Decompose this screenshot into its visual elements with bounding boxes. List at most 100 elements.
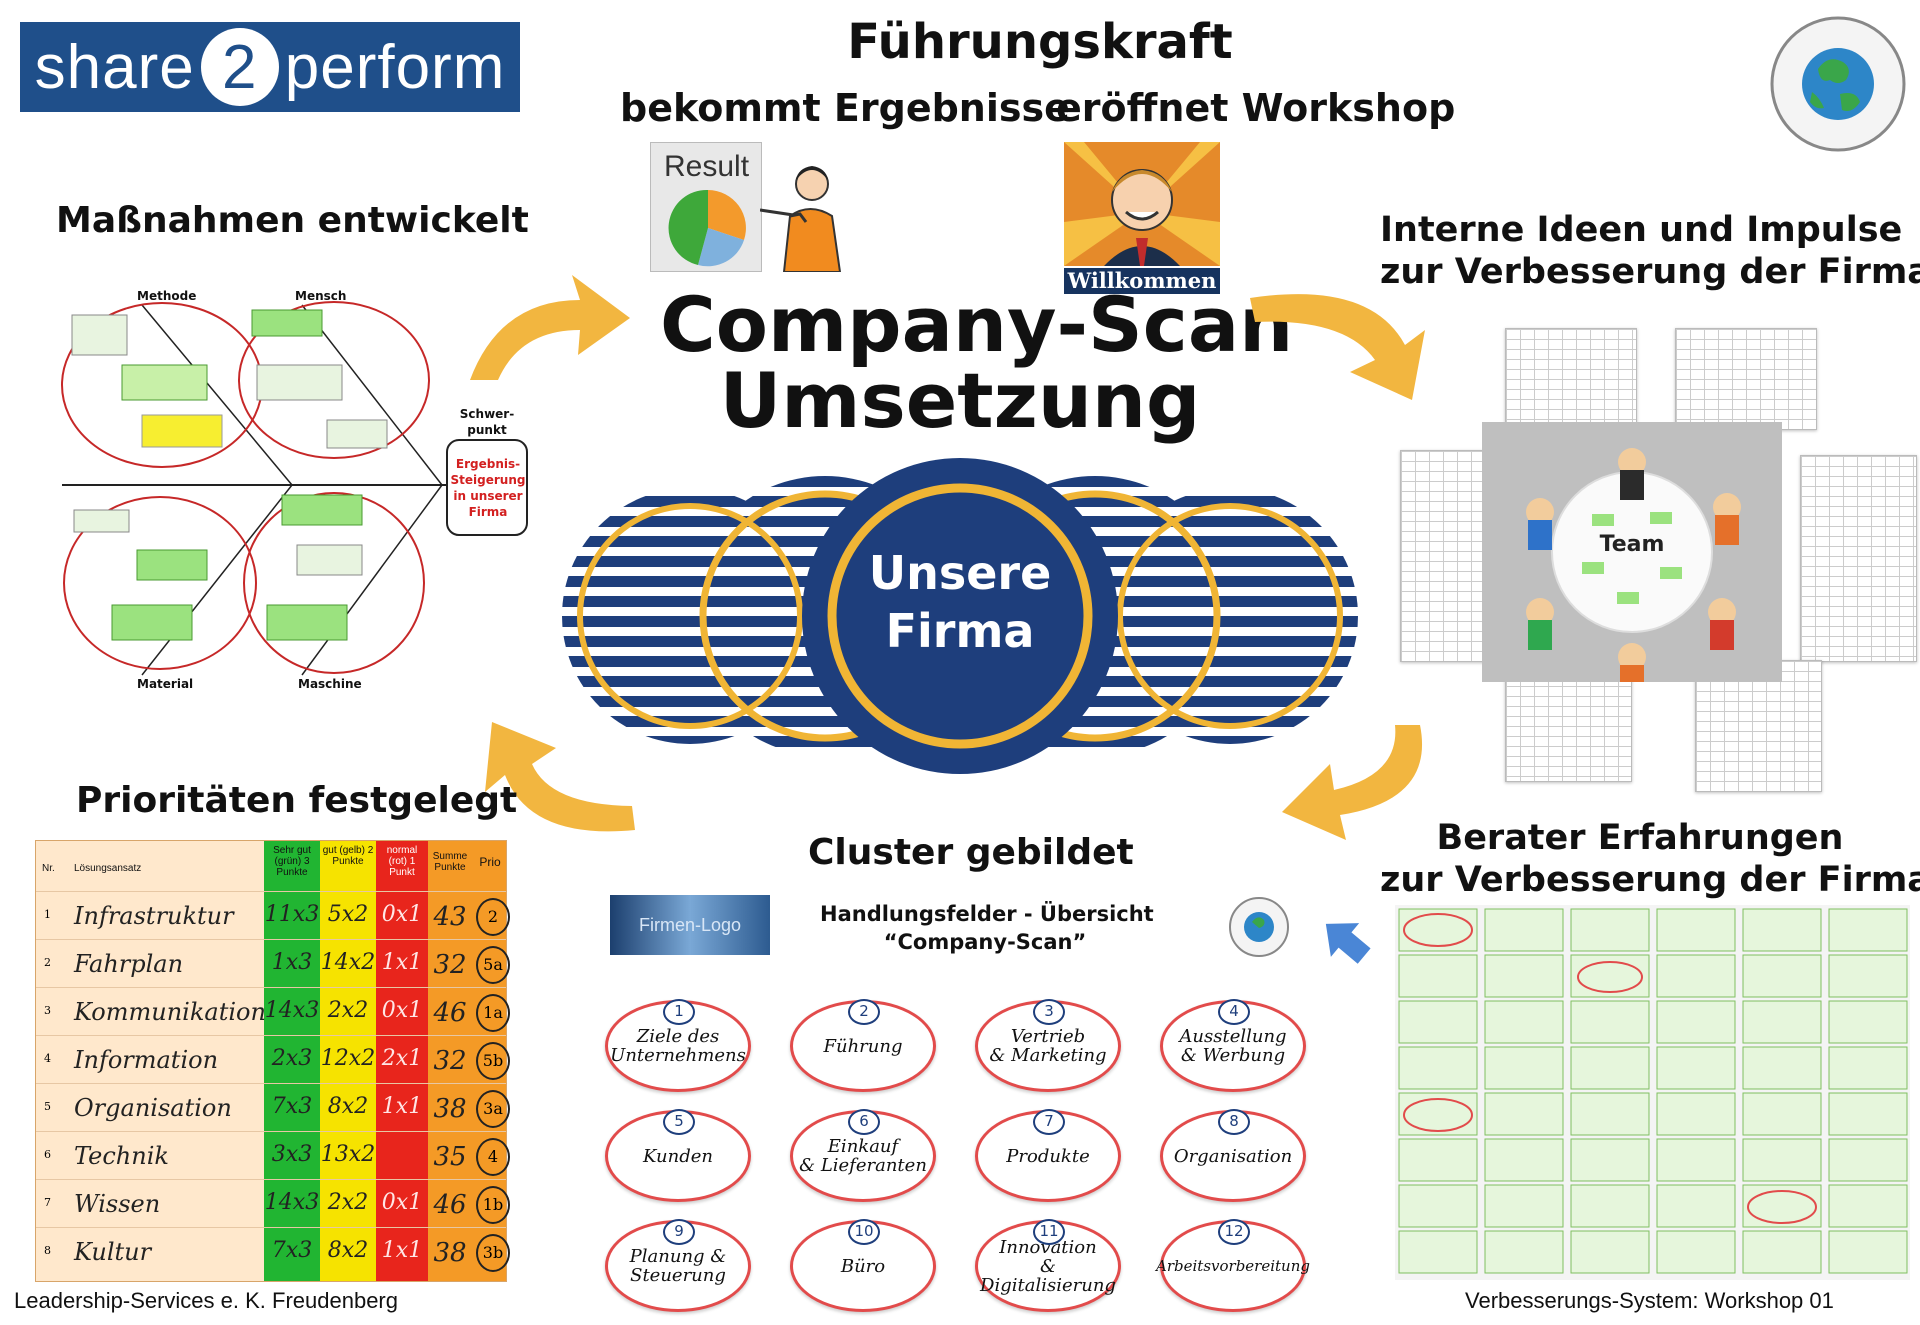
row-summe: 46 (433, 998, 467, 1028)
center-core-line2: Firma (885, 604, 1035, 658)
cloud-number: 9 (663, 1219, 695, 1245)
idea-sheet (1800, 455, 1917, 662)
arrow-upper-right-icon (1250, 294, 1425, 400)
pie-chart-icon (668, 189, 746, 267)
idea-sheet (1675, 328, 1817, 430)
header-right-caption: eröffnet Workshop (1056, 86, 1456, 130)
row-normal: 1x1 (381, 1094, 423, 1119)
center-title-line2: Umsetzung (719, 356, 1201, 445)
row-gut: 12x2 (320, 1046, 376, 1071)
row-gut: 2x2 (327, 998, 369, 1023)
cloud-label-line2: & Werbung (1180, 1045, 1286, 1066)
table-header-ansatz: Lösungsansatz (74, 863, 142, 874)
row-prio: 1b (476, 1186, 510, 1224)
team-figures-icon (1526, 448, 1741, 682)
center-circles-graphic (562, 458, 1358, 774)
row-name: Organisation (74, 1094, 232, 1122)
row-name: Infrastruktur (74, 902, 234, 930)
cloud-label-line1: Führung (823, 1035, 903, 1057)
cloud-label-line1: Arbeitsvorbereitung (1156, 1256, 1310, 1275)
arrow-upper-left-icon (470, 275, 630, 380)
arrow-lower-right-icon (1282, 725, 1423, 840)
section-interne-line2: zur Verbesserung der Firma (1380, 252, 1920, 292)
row-gut: 2x2 (327, 1190, 369, 1215)
row-normal: 2x1 (381, 1046, 423, 1071)
center-core-line1: Unsere (868, 546, 1052, 600)
row-normal: 0x1 (381, 902, 423, 927)
row-nr: 1 (44, 908, 51, 921)
cluster-cloud: 4 Ausstellung& Werbung (1160, 999, 1306, 1092)
welcome-presenter-icon (1064, 142, 1220, 266)
cloud-label-line2: Steuerung (630, 1265, 726, 1286)
table-header-prio: Prio (479, 855, 501, 869)
leadership-small-logo-icon (1229, 897, 1289, 957)
row-prio: 5a (476, 946, 510, 984)
cloud-label-line2: & Digitalisierung (980, 1255, 1116, 1296)
row-sehr-gut: 11x3 (264, 902, 320, 927)
fishbone-head-line2: Steigerung (450, 473, 526, 487)
row-nr: 4 (44, 1052, 51, 1065)
row-gut: 8x2 (327, 1238, 369, 1263)
row-sehr-gut: 14x3 (264, 998, 320, 1023)
cloud-label-line2: Unternehmens (610, 1045, 746, 1066)
row-summe: 38 (433, 1094, 467, 1124)
cloud-label-line1: Innovation (999, 1236, 1097, 1258)
row-name: Information (74, 1046, 219, 1074)
row-nr: 5 (44, 1100, 51, 1113)
table-row: 6 Technik 3x3 13x2 35 4 (36, 1131, 510, 1180)
cloud-label-line1: Büro (840, 1255, 886, 1277)
header-left-caption: bekommt Ergebnisse (620, 86, 1070, 130)
fishbone-head-line4: Firma (468, 505, 508, 519)
cluster-cloud: 8 Organisation (1160, 1109, 1306, 1202)
cloud-label-line1: Einkauf (827, 1136, 899, 1157)
section-interne-line1: Interne Ideen und Impulse (1380, 210, 1903, 250)
cloud-label-line1: Planung & (629, 1246, 727, 1267)
header-title: Führungskraft (847, 14, 1233, 70)
section-cluster-title: Cluster gebildet (808, 832, 1134, 873)
table-row: 2 Fahrplan 1x3 14x2 1x1 32 5a (36, 939, 510, 988)
cloud-label-line1: Vertrieb (1010, 1026, 1086, 1047)
section-massnahmen-title: Maßnahmen entwickelt (56, 200, 529, 241)
leadership-logo (1768, 14, 1908, 154)
logo-text-perform: perform (284, 32, 506, 102)
fishbone-schwerpunkt-line1: Schwer- (459, 407, 515, 421)
cluster-cloud: 11 Innovation& Digitalisierung (975, 1219, 1121, 1312)
column-normal (376, 841, 428, 1281)
row-summe: 43 (433, 902, 467, 932)
section-berater-line2: zur Verbesserung der Firma (1380, 860, 1920, 900)
row-normal: 0x1 (381, 998, 423, 1023)
row-summe: 35 (433, 1142, 467, 1172)
row-nr: 2 (44, 956, 51, 969)
center-title-line1: Company-Scan (660, 280, 1294, 369)
row-name: Fahrplan (74, 950, 184, 978)
cloud-label-line2: & Lieferanten (799, 1155, 927, 1176)
row-gut: 14x2 (320, 950, 376, 975)
result-presenter-illustration: Result (650, 142, 870, 272)
berater-cards-grid (1395, 905, 1910, 1280)
fishbone-schwerpunkt-line2: punkt (467, 423, 507, 437)
share2perform-logo: share 2 perform (20, 22, 520, 112)
fishbone-mensch-label: Mensch (295, 289, 347, 303)
fishbone-head-line3: in unserer (453, 489, 523, 503)
willkommen-illustration: Willkommen (1064, 142, 1220, 296)
column-gut (320, 841, 376, 1281)
cloud-label-line1: Organisation (1173, 1145, 1293, 1167)
cloud-number: 2 (848, 999, 880, 1025)
section-prioritaeten-title: Prioritäten festgelegt (76, 780, 518, 821)
row-normal: 1x1 (381, 950, 423, 975)
arrow-blue-icon (1325, 923, 1371, 964)
row-name: Technik (74, 1142, 169, 1170)
row-normal: 0x1 (381, 1190, 423, 1215)
row-sehr-gut: 3x3 (271, 1142, 313, 1167)
row-nr: 8 (44, 1244, 51, 1257)
footer-right: Verbesserungs-System: Workshop 01 (1465, 1288, 1834, 1313)
cloud-number: 7 (1033, 1109, 1065, 1135)
cloud-number: 6 (848, 1109, 880, 1135)
row-summe: 38 (433, 1238, 467, 1268)
row-prio: 4 (476, 1138, 510, 1176)
idea-sheet (1695, 660, 1822, 792)
row-nr: 6 (44, 1148, 51, 1161)
cluster-cloud: 7 Produkte (975, 1109, 1121, 1202)
